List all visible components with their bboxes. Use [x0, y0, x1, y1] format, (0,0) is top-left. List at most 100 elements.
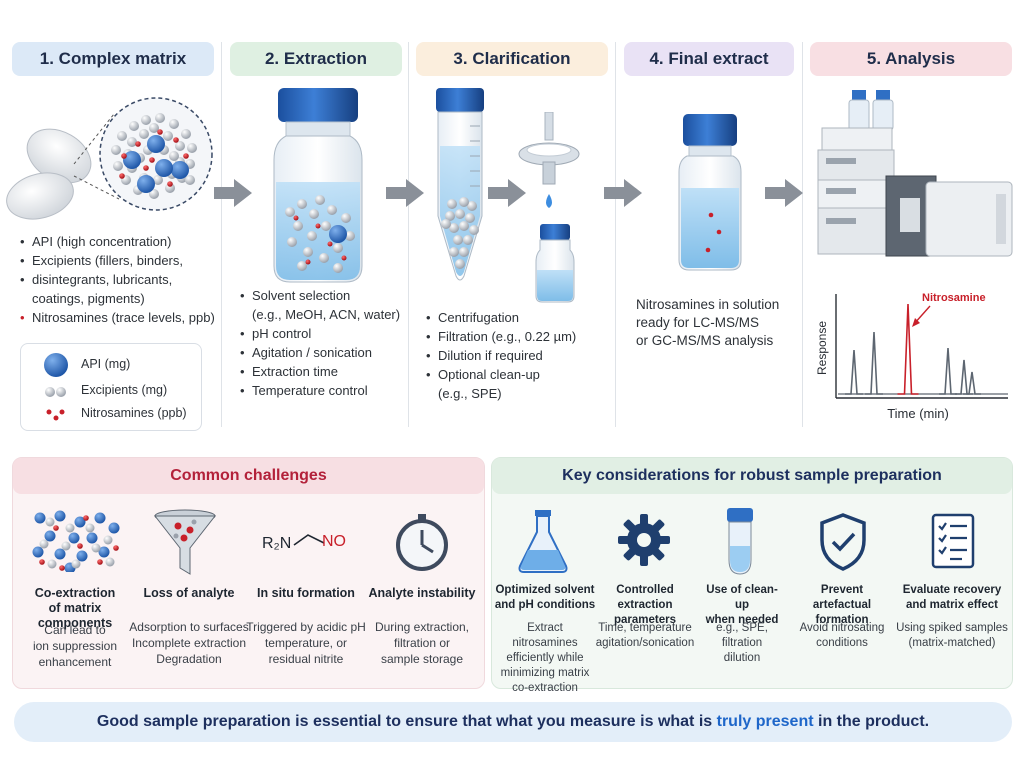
nitrosamine-particle [157, 129, 163, 135]
api-particle [155, 159, 173, 177]
chromatogram-peak [963, 371, 981, 395]
excipient-particle [139, 129, 149, 139]
excipient-particle [459, 197, 469, 207]
peak-label: Nitrosamine [922, 292, 986, 304]
nitrosamine-particle [39, 559, 45, 565]
excipient-particle [61, 541, 71, 551]
tablet [6, 172, 74, 220]
excipient-particle [459, 221, 469, 231]
nitrosamine-particle [341, 255, 347, 261]
excipient-particle [169, 119, 179, 129]
y-axis-label: Response [815, 321, 829, 375]
nitrosamine-particle [167, 181, 173, 187]
nitrosamine-particle [143, 165, 149, 171]
excipient-particle [453, 235, 463, 245]
vial-icon [535, 224, 575, 303]
api-particle [54, 510, 66, 522]
excipient-particle [297, 199, 307, 209]
api-marker [44, 353, 68, 377]
consideration-desc: Time, temperature agitation/sonication [595, 622, 695, 649]
nitrosamine-particle [705, 247, 711, 253]
api-particle [94, 512, 106, 524]
api-particle [86, 532, 98, 544]
consideration-desc: Extract nitrosamines efficiently while m… [500, 622, 590, 694]
structure-left: R₂N [262, 535, 292, 552]
excipient-particle [181, 129, 191, 139]
footer-highlight: truly present [716, 713, 814, 730]
excipient-particle [345, 231, 355, 241]
excipient-particle [141, 115, 151, 125]
excipient-particle [455, 209, 465, 219]
nitrosamine-particle [121, 153, 127, 159]
bullet: coatings, pigments) [32, 291, 145, 306]
excipient-particle [449, 247, 459, 257]
funnel-icon [153, 509, 217, 575]
challenge-title: In situ formation [257, 586, 355, 600]
challenge-desc: Can lead to ion suppression enhancement [32, 623, 118, 669]
arrow-right-icon [765, 179, 803, 207]
excipient-particle [465, 213, 475, 223]
divider [221, 42, 222, 427]
chromatogram-peak [845, 349, 863, 395]
excipient-particle [327, 205, 337, 215]
excipient-particle [445, 211, 455, 221]
excipient-particle [449, 223, 459, 233]
excipient-particle [469, 225, 479, 235]
arrow-right-icon [488, 179, 526, 207]
excipient-particle [185, 175, 195, 185]
nitrosamine-particle [716, 229, 722, 235]
excipient-particle [85, 523, 95, 533]
lc-ms-instrument [817, 90, 1013, 257]
excipient-particle [71, 559, 81, 569]
excipient-particle [333, 263, 343, 273]
nitrosamine-particle [149, 157, 155, 163]
excipient-particle [307, 231, 317, 241]
bullet: Nitrosamines (trace levels, ppb) [20, 308, 220, 327]
nitrosamine-particle [77, 543, 83, 549]
arrow-right-icon [214, 179, 252, 207]
excipient-particle [333, 243, 343, 253]
centrifuge-tube [436, 88, 484, 281]
consideration-desc: e.g., SPE, filtration dilution [716, 622, 768, 664]
consideration-desc: Using spiked samples (matrix-matched) [896, 622, 1008, 649]
excipient-particle [155, 113, 165, 123]
excipient-particle [169, 151, 179, 161]
step-4-header: 4. Final extract [624, 42, 794, 76]
api-particle [171, 161, 189, 179]
challenges-title: Common challenges [13, 458, 484, 494]
api-particle [76, 550, 88, 562]
consideration-desc: Avoid nitrosating conditions [799, 622, 885, 649]
excipient-particle [293, 221, 303, 231]
bullet: Centrifugation [426, 308, 616, 327]
peak-arrowhead [912, 318, 920, 327]
legend-excipients: Excipients (mg) [81, 383, 168, 397]
nitrosamine-particle [315, 223, 321, 229]
excipient-particle [303, 247, 313, 257]
step-2-label: 2. Extraction [264, 49, 368, 68]
consideration-title: Controlled extraction parameters [613, 584, 676, 626]
excipient-particle [467, 201, 477, 211]
api-particle [123, 151, 141, 169]
bullet: Agitation / sonication [240, 343, 410, 362]
divider [408, 42, 409, 427]
legend-api: API (mg) [81, 357, 131, 371]
final-extract-vial [678, 114, 742, 271]
arrow-right-icon [604, 179, 642, 207]
bullet: pH control [240, 324, 410, 343]
nitrosamine-particle [305, 259, 311, 265]
excipient-marker [45, 387, 55, 397]
api-particle [44, 530, 56, 542]
excipient-particle [287, 237, 297, 247]
considerations-panel: Key considerations for robust sample pre… [491, 457, 1013, 689]
excipient-particle [165, 183, 175, 193]
excipient-particle [297, 261, 307, 271]
checklist-icon [931, 513, 975, 569]
step-3-header: 3. Clarification [416, 42, 608, 76]
gear-icon [618, 514, 670, 566]
challenge-desc: Adsorption to surfaces Incomplete extrac… [129, 620, 249, 666]
x-axis-label: Time (min) [887, 406, 949, 421]
bullet: Solvent selection [240, 286, 410, 305]
consideration-title: Prevent artefactual formation [812, 584, 872, 626]
nitrosamine-marker [59, 409, 65, 415]
bullet: (e.g., MeOH, ACN, water) [252, 307, 401, 322]
